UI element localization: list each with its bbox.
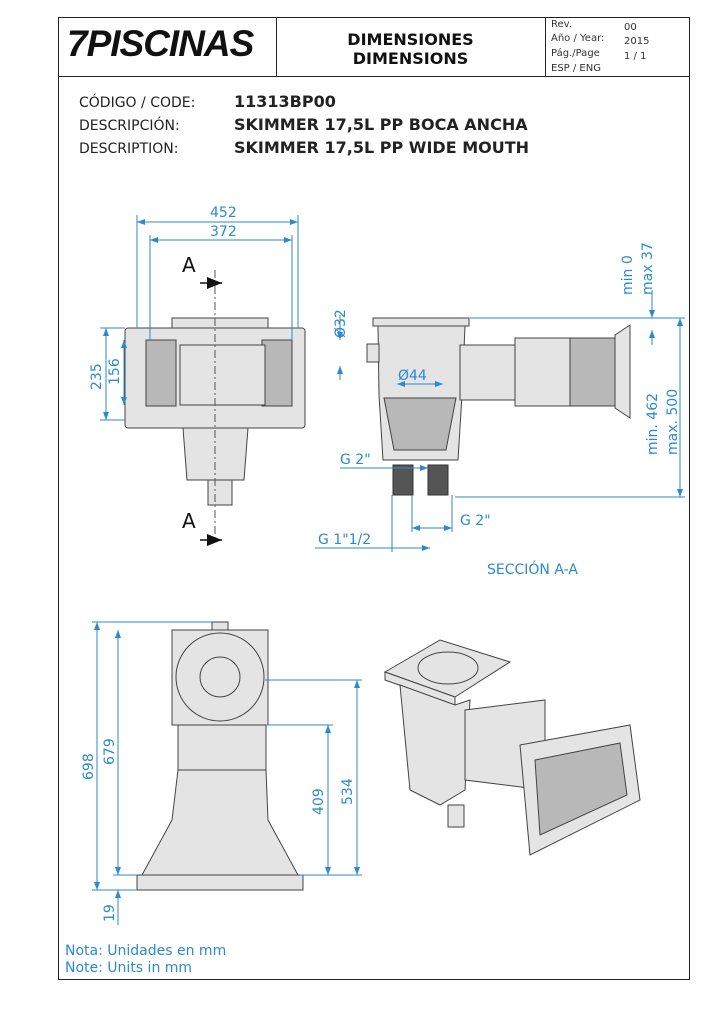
lang-label: ESP / ENG bbox=[551, 63, 601, 74]
section-faceplate bbox=[614, 324, 631, 419]
front-pipe bbox=[207, 479, 233, 506]
revision-block: Rev. 00 Año / Year: 2015 Pág./Page 1 / 1… bbox=[546, 18, 691, 76]
dim-534: 534 bbox=[340, 778, 356, 805]
desc-en-label: DESCRIPTION: bbox=[79, 141, 179, 157]
front-side-right bbox=[261, 339, 293, 407]
note-en: Note: Units in mm bbox=[65, 960, 193, 976]
dim-min462: min. 462 bbox=[645, 393, 661, 455]
dim-d32: Ø32 bbox=[333, 309, 349, 338]
title-block: 7PISCINAS DIMENSIONES DIMENSIONS Rev. 00… bbox=[59, 18, 689, 77]
dim-g2-bottom: G 2" bbox=[460, 513, 491, 529]
isometric-view bbox=[383, 639, 641, 856]
section-lid bbox=[372, 317, 470, 327]
dim-409: 409 bbox=[311, 788, 327, 815]
year-value: 2015 bbox=[624, 36, 650, 47]
code-label: CÓDIGO / CODE: bbox=[79, 95, 196, 111]
dim-235: 235 bbox=[89, 363, 105, 390]
iso-pipe bbox=[447, 804, 465, 828]
logo: 7PISCINAS bbox=[59, 18, 277, 76]
section-outlet-right bbox=[427, 464, 449, 496]
year-label: Año / Year: bbox=[551, 33, 605, 44]
desc-es-value: SKIMMER 17,5L PP BOCA ANCHA bbox=[234, 115, 528, 134]
side-tab bbox=[211, 621, 229, 631]
iso-mouth-opening bbox=[534, 742, 628, 836]
section-mark-bottom: A bbox=[182, 509, 196, 533]
dim-g2-top: G 2" bbox=[340, 452, 371, 468]
code-value: 11313BP00 bbox=[234, 92, 336, 111]
section-side-port bbox=[366, 343, 380, 363]
section-title: SECCIÓN A-A bbox=[487, 560, 578, 578]
page-value: 1 / 1 bbox=[624, 51, 647, 62]
title-en: DIMENSIONS bbox=[352, 49, 469, 68]
document-title: DIMENSIONES DIMENSIONS bbox=[276, 18, 546, 76]
side-lid-inner bbox=[199, 656, 241, 698]
logo-text: 7PISCINAS bbox=[67, 23, 254, 64]
section-duct bbox=[514, 337, 571, 407]
desc-en-value: SKIMMER 17,5L PP WIDE MOUTH bbox=[234, 138, 530, 157]
rev-value: 00 bbox=[624, 22, 637, 33]
dim-679: 679 bbox=[102, 738, 118, 765]
section-view: Ø32 Ø44 G 2" G 2" G 1"1/2 min 0 max 37 m… bbox=[315, 242, 685, 578]
title-es: DIMENSIONES bbox=[347, 30, 474, 49]
section-mark-top: A bbox=[182, 253, 196, 277]
section-basket bbox=[383, 397, 457, 451]
dim-min0: min 0 bbox=[620, 255, 636, 295]
dim-372: 372 bbox=[210, 224, 237, 240]
dim-d44: Ø44 bbox=[398, 368, 427, 384]
units-note: Nota: Unidades en mm Note: Units in mm bbox=[65, 943, 226, 977]
dim-max500: max. 500 bbox=[665, 389, 681, 455]
section-throat bbox=[459, 344, 516, 401]
iso-bowl bbox=[399, 684, 471, 806]
note-es: Nota: Unidades en mm bbox=[65, 943, 227, 959]
dim-g112: G 1"1/2 bbox=[318, 532, 371, 548]
drawing-frame: 7PISCINAS DIMENSIONES DIMENSIONS Rev. 00… bbox=[58, 17, 690, 980]
front-view: A A 452 372 235 156 bbox=[89, 205, 306, 546]
front-flange bbox=[171, 317, 269, 329]
page-label: Pág./Page bbox=[551, 48, 600, 59]
side-view: 698 679 19 534 409 bbox=[81, 621, 362, 925]
dim-max37: max 37 bbox=[640, 242, 656, 295]
side-faceplate bbox=[136, 874, 304, 891]
iso-lid-ring bbox=[417, 651, 479, 685]
desc-es-label: DESCRIPCIÓN: bbox=[79, 118, 180, 134]
product-info: CÓDIGO / CODE: 11313BP00 DESCRIPCIÓN: SKIM… bbox=[79, 91, 529, 160]
dim-452: 452 bbox=[210, 205, 237, 221]
section-duct-dark bbox=[569, 337, 616, 407]
front-side-left bbox=[145, 339, 177, 407]
dim-698: 698 bbox=[81, 753, 97, 780]
dim-19: 19 bbox=[102, 904, 118, 922]
side-duct bbox=[177, 724, 267, 771]
section-outlet-left bbox=[392, 464, 414, 496]
dim-156: 156 bbox=[107, 358, 123, 385]
side-mouth bbox=[141, 769, 299, 876]
rev-label: Rev. bbox=[551, 19, 572, 30]
front-mouth bbox=[179, 344, 266, 406]
